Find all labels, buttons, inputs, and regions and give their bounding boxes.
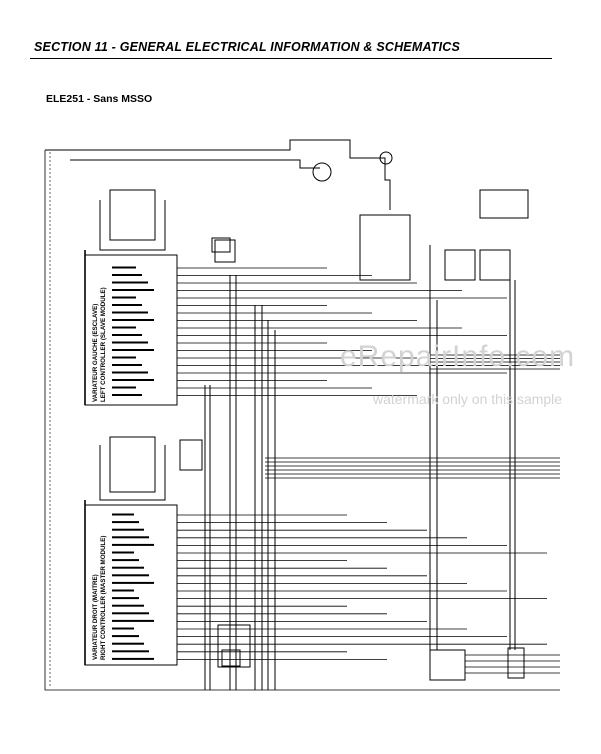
diagram-title: ELE251 - Sans MSSO — [46, 93, 153, 105]
section-title: SECTION 11 - GENERAL ELECTRICAL INFORMAT… — [34, 40, 461, 54]
upper-module-label-en: LEFT CONTROLLER (SLAVE MODULE) — [100, 287, 107, 402]
lower-module-label: VARIATEUR DROIT (MAITRE) RIGHT CONTROLLE… — [92, 536, 108, 660]
upper-module-label-fr: VARIATEUR GAUCHE (ESCLAVE) — [92, 303, 99, 402]
upper-module-label: VARIATEUR GAUCHE (ESCLAVE) LEFT CONTROLL… — [92, 287, 108, 402]
watermark-brand: eRepairInfo.com — [340, 340, 576, 373]
header-rule — [30, 58, 552, 59]
lower-module-label-en: RIGHT CONTROLLER (MASTER MODULE) — [100, 535, 107, 660]
lower-module-label-fr: VARIATEUR DROIT (MAITRE) — [92, 574, 99, 660]
watermark-note: watermark only on this sample — [373, 391, 563, 407]
